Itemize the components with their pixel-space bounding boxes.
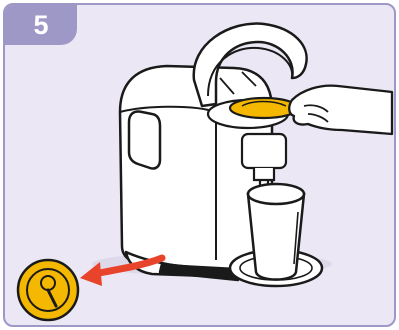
instruction-panel: 5 bbox=[3, 3, 396, 327]
coffee-disc bbox=[230, 98, 298, 118]
hand bbox=[289, 86, 392, 134]
removed-disc bbox=[18, 260, 78, 320]
side-grip bbox=[129, 111, 160, 168]
instruction-illustration bbox=[5, 5, 396, 327]
